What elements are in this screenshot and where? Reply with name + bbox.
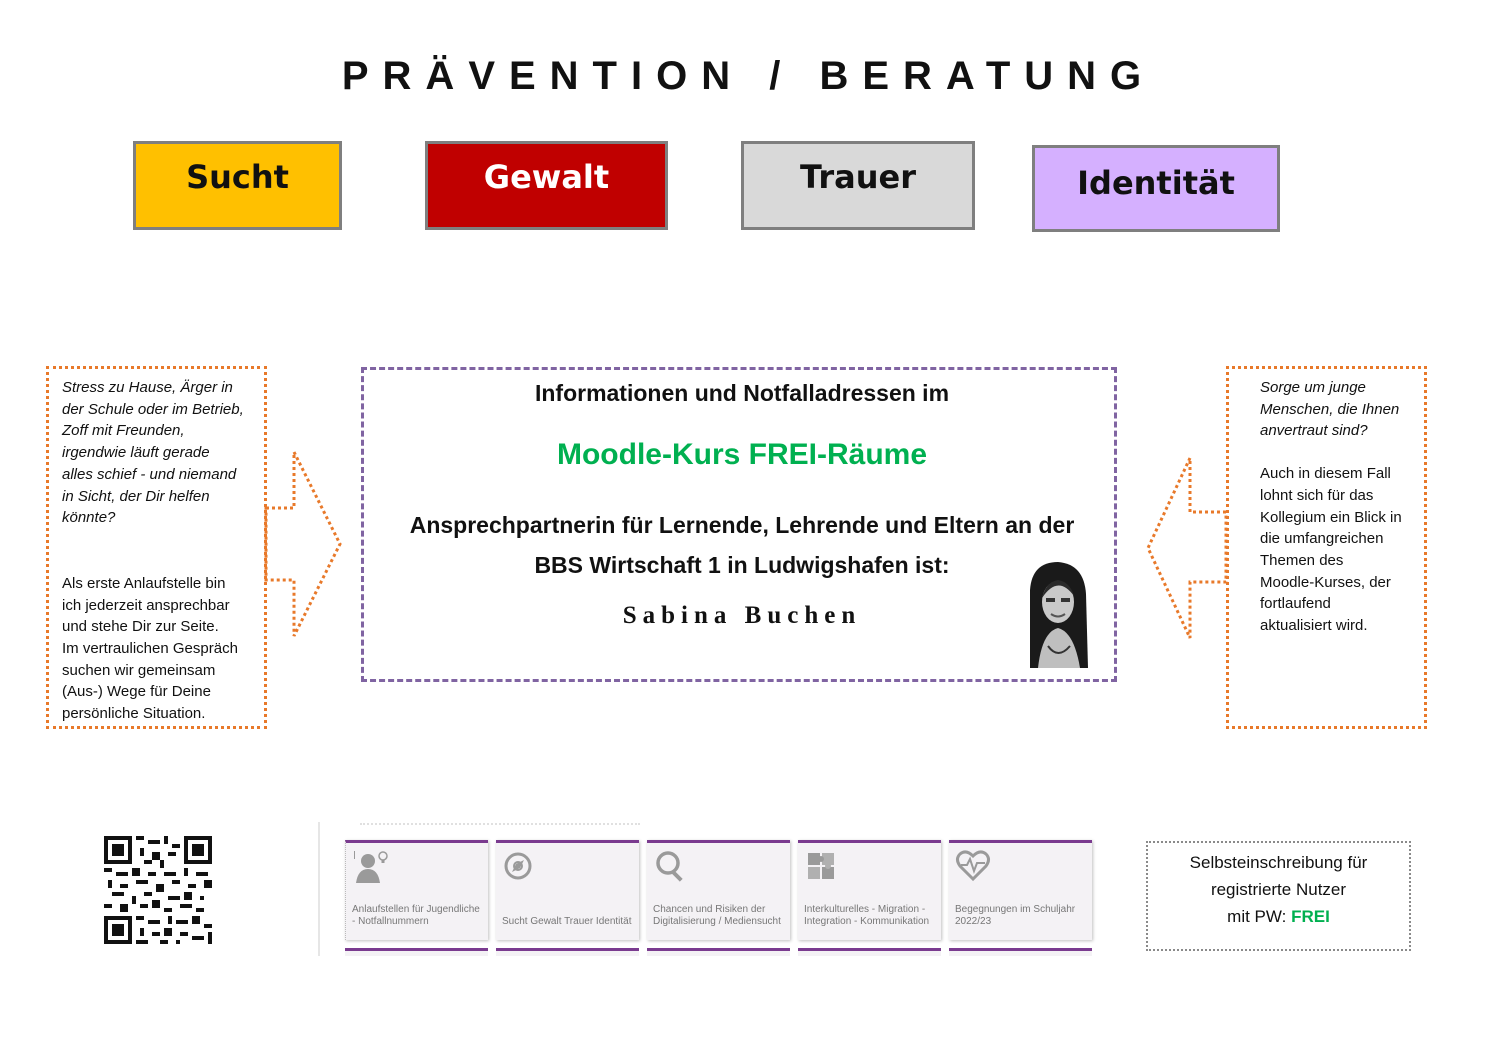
moodle-tile-label: Chancen und Risiken der Digitalisierung …	[653, 904, 781, 927]
category-identitaet: Identität	[1032, 145, 1280, 232]
page-title: PRÄVENTION / BERATUNG	[341, 54, 1156, 98]
moodle-tile-interkulturelles[interactable]: Interkulturelles - Migration - Integrati…	[798, 840, 941, 940]
moodle-tile-label: Sucht Gewalt Trauer Identität	[502, 916, 632, 927]
contact-photo	[1024, 560, 1090, 668]
magnifier-icon	[656, 851, 683, 882]
heartbeat-icon	[956, 850, 990, 882]
left-info-box: Stress zu Hause, Ärger in der Schule ode…	[46, 366, 267, 729]
moodle-tile-row2	[647, 948, 790, 956]
right-question-text: Sorge um junge Menschen, die Ihnen anver…	[1260, 379, 1400, 440]
moodle-course-preview: Anlaufstellen für Jugendliche - Notfalln…	[318, 820, 1098, 960]
compass-icon	[504, 852, 532, 880]
contact-name: Sabina Buchen	[622, 602, 862, 629]
moodle-tile-row2	[496, 948, 639, 956]
puzzle-icon	[808, 853, 834, 879]
contact-description: Ansprechpartnerin für Lernende, Lehrende…	[409, 512, 1075, 578]
moodle-tile-row2	[949, 948, 1092, 956]
arrow-right-icon	[264, 451, 342, 637]
enrolment-note: Selbsteinschreibung für registrierte Nut…	[1146, 841, 1411, 951]
info-heading: Informationen und Notfalladressen im	[534, 380, 950, 406]
moodle-tile-label: Begegnungen im Schuljahr 2022/23	[955, 904, 1076, 927]
moodle-tile-label: Interkulturelles - Migration - Integrati…	[804, 904, 930, 927]
center-info-box: Informationen und Notfalladressen im Moo…	[361, 367, 1117, 682]
person-lightbulb-icon	[354, 851, 388, 883]
right-info-box: Sorge um junge Menschen, die Ihnen anver…	[1226, 366, 1427, 729]
moodle-course-title: Moodle-Kurs FREI-Räume	[556, 438, 928, 471]
moodle-tile-label: Anlaufstellen für Jugendliche - Notfalln…	[352, 904, 480, 927]
moodle-tile-row2	[345, 948, 488, 956]
moodle-tile-anlaufstellen[interactable]: Anlaufstellen für Jugendliche - Notfalln…	[345, 840, 488, 940]
qr-code-icon[interactable]	[104, 836, 212, 944]
category-gewalt: Gewalt	[425, 141, 668, 230]
left-offer-text: Als erste Anlaufstelle bin ich jederzeit…	[62, 574, 238, 723]
enrolment-password: FREI	[1291, 907, 1330, 926]
moodle-tile-begegnungen[interactable]: Begegnungen im Schuljahr 2022/23	[949, 840, 1092, 940]
moodle-tile-sucht-gewalt[interactable]: Sucht Gewalt Trauer Identität	[496, 840, 639, 940]
category-sucht: Sucht	[133, 141, 342, 230]
category-trauer: Trauer	[741, 141, 975, 230]
moodle-tile-digitalisierung[interactable]: Chancen und Risiken der Digitalisierung …	[647, 840, 790, 940]
right-offer-text: Auch in diesem Fall lohnt sich für das K…	[1260, 465, 1402, 635]
left-question-text: Stress zu Hause, Ärger in der Schule ode…	[62, 379, 244, 527]
arrow-left-icon	[1146, 457, 1228, 639]
moodle-tile-row2	[798, 948, 941, 956]
